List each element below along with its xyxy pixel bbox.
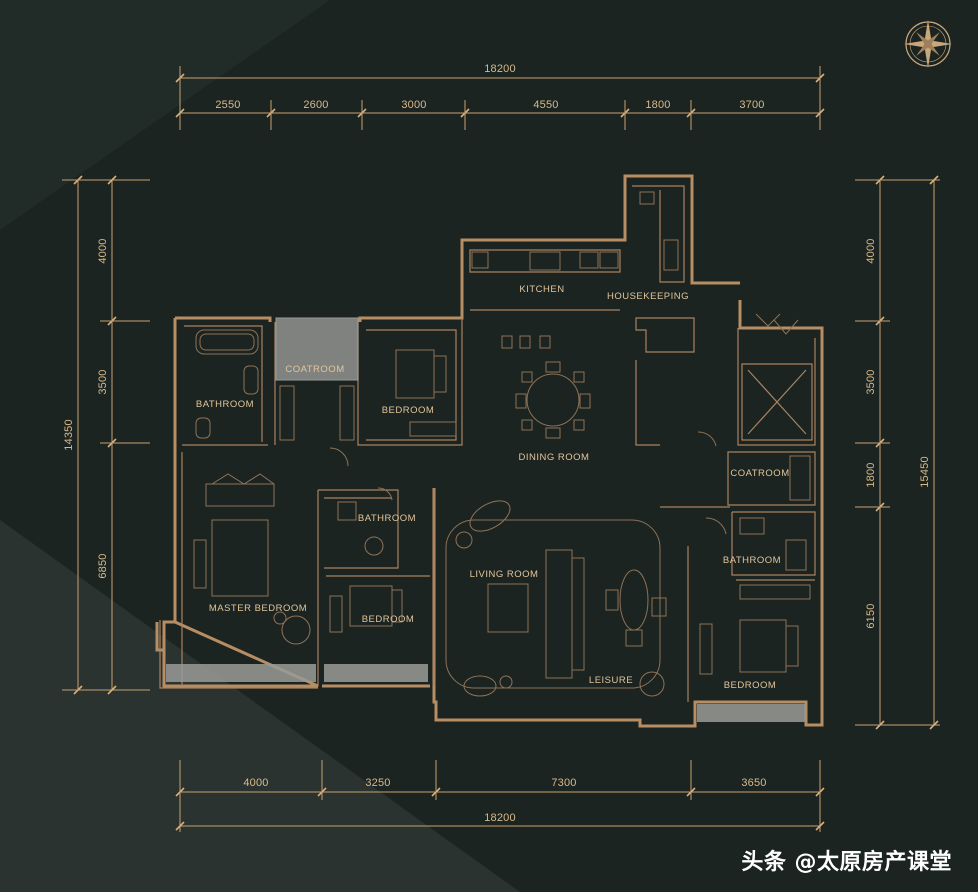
right-segment-4: 6150 (865, 603, 877, 628)
room-label-bathroom-right: BATHROOM (723, 555, 781, 566)
right-dimension-group: 4000 3500 1800 6150 15450 (855, 175, 940, 730)
left-dimension-group: 14350 4000 3500 6850 (62, 175, 150, 695)
room-label-dining-room: DINING ROOM (519, 452, 590, 463)
room-label-leisure: LEISURE (589, 675, 633, 686)
left-segment-2: 3500 (97, 369, 109, 394)
bedroom-right-window (697, 704, 805, 722)
elevator-shaft (741, 363, 813, 441)
compass-icon (904, 20, 952, 68)
service-walls (635, 317, 695, 446)
bedroom-mid-walls (326, 488, 435, 686)
bathroom-right-walls (660, 506, 816, 702)
stair-core-walls (737, 328, 816, 446)
top-segment-4: 4550 (533, 99, 558, 111)
top-segment-1: 2550 (215, 99, 240, 111)
bedroom-top-walls (366, 329, 457, 441)
room-label-bedroom-right: BEDROOM (724, 680, 777, 691)
bathroom-mid-walls (317, 489, 399, 686)
top-segment-5: 1800 (645, 99, 670, 111)
watermark-text: 头条 @太原房产课堂 (741, 850, 952, 875)
bottom-segment-1: 4000 (243, 777, 268, 789)
background-shade-top (0, 0, 330, 230)
bedroom-mid-window (324, 664, 428, 682)
left-block-walls (181, 325, 268, 686)
bottom-total-label: 18200 (484, 812, 516, 824)
right-segment-2: 3500 (865, 369, 877, 394)
bottom-segment-2: 3250 (365, 777, 390, 789)
bottom-segment-3: 7300 (551, 777, 576, 789)
room-label-bathroom-mid: BATHROOM (358, 513, 416, 524)
room-label-bathroom-left: BATHROOM (196, 399, 254, 410)
master-bedroom-window (166, 664, 316, 682)
left-segment-3: 6850 (97, 553, 109, 578)
right-total-label: 15450 (919, 456, 931, 488)
kitchen-counter (469, 249, 621, 311)
room-label-housekeeping: HOUSEKEEPING (607, 291, 689, 302)
background-shade (0, 520, 520, 892)
coatroom-skylight (275, 317, 359, 381)
room-labels: KITCHEN HOUSEKEEPING COATROOM BATHROOM B… (196, 284, 789, 691)
room-label-master-bedroom: MASTER BEDROOM (209, 603, 307, 614)
room-label-coatroom-left: COATROOM (285, 364, 344, 375)
room-label-living-room: LIVING ROOM (470, 569, 539, 580)
left-segment-1: 4000 (97, 238, 109, 263)
top-dimension-group: 18200 2550 2600 3000 4550 1800 3700 (175, 63, 825, 130)
top-segment-2: 2600 (303, 99, 328, 111)
room-label-bedroom-top: BEDROOM (382, 405, 435, 416)
top-segment-6: 3700 (739, 99, 764, 111)
room-label-kitchen: KITCHEN (519, 284, 564, 295)
bottom-dimension-group: 4000 3250 7300 3650 18200 (175, 760, 825, 832)
outer-wall (162, 174, 824, 728)
outer-wall-left-notch (155, 622, 164, 652)
top-total-label: 18200 (484, 63, 516, 75)
coatroom-walls (274, 318, 463, 446)
floorplan-walls (155, 174, 824, 728)
top-segment-3: 3000 (401, 99, 426, 111)
left-total-label: 14350 (63, 419, 75, 451)
furniture (193, 191, 811, 697)
right-segment-1: 4000 (865, 238, 877, 263)
coatroom-right-walls (727, 451, 816, 506)
room-label-coatroom-right: COATROOM (730, 468, 789, 479)
outer-wall-sw (159, 620, 318, 689)
right-segment-3: 1800 (865, 462, 877, 487)
bottom-segment-4: 3650 (741, 777, 766, 789)
housekeeping-walls (632, 185, 685, 283)
room-label-bedroom-mid: BEDROOM (362, 614, 415, 625)
